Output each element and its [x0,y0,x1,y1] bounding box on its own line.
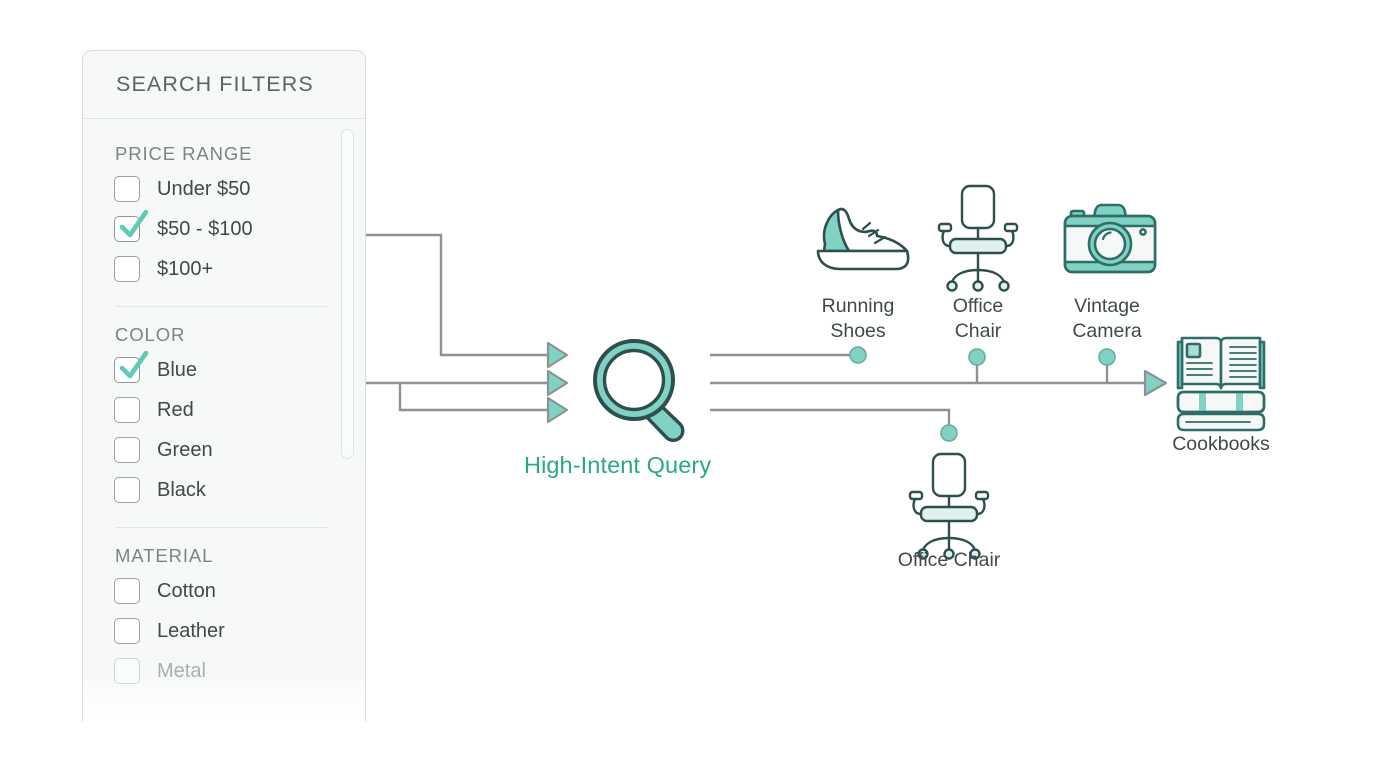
filter-option-under-50[interactable]: Under $50 [114,169,365,209]
label-running-shoes: Running Shoes [821,295,895,342]
vertical-scrollbar[interactable] [341,129,354,459]
page-title: SEARCH FILTERS [116,72,314,96]
input-arrowhead-3 [546,396,569,424]
connector-query-to-office-chair-bottom [710,408,951,426]
filter-option-label: Blue [157,358,198,381]
panel-header: SEARCH FILTERS [83,51,365,119]
checkbox-icon[interactable] [114,397,140,423]
filter-option-label: Under $50 [157,177,251,200]
node-dot-office-chair-top [968,348,986,366]
search-filters-panel[interactable]: SEARCH FILTERS PRICE RANGE Under $50 $50 -… [82,50,366,722]
filter-option-black[interactable]: Black [114,470,365,510]
checkbox-icon[interactable] [114,618,140,644]
filter-option-100[interactable]: $100+ [114,249,365,289]
node-dot-office-chair-bottom [940,424,958,442]
label-office-chair-bottom: Office Chair [897,549,1001,571]
checkbox-checked-icon[interactable] [114,209,149,242]
filter-option-metal[interactable]: Metal [114,651,365,691]
input-arrowhead-1 [546,341,569,369]
camera-icon [1063,203,1157,274]
label-vintage-camera: Vintage Camera [1072,295,1142,342]
filter-group-title: MATERIAL [115,545,214,566]
filter-group: PRICE RANGE Under $50 $50 - $100 $100+ [114,143,365,289]
label-office-chair-top: Office Chair [952,295,1004,342]
label-cookbooks: Cookbooks [1172,433,1270,455]
filter-option-cotton[interactable]: Cotton [114,571,365,611]
filter-group-title: PRICE RANGE [115,143,253,164]
magnifier-icon [593,339,685,442]
office-chair-icon-bottom [908,452,990,560]
filter-option-label: Green [157,438,213,461]
filter-group-title: COLOR [115,324,186,345]
open-book-icon [1176,336,1266,432]
checkbox-checked-icon[interactable] [114,350,149,383]
checkbox-icon[interactable] [114,578,140,604]
filter-option-50-100[interactable]: $50 - $100 [114,209,365,249]
filter-option-green[interactable]: Green [114,430,365,470]
filter-option-label: $50 - $100 [157,217,253,240]
checkbox-icon[interactable] [114,176,140,202]
group-separator [115,527,329,528]
filter-option-label: $100+ [157,257,214,280]
query-label: High-Intent Query [524,452,712,478]
output-arrowhead-cookbooks [1143,369,1168,397]
node-dot-vintage-camera [1098,348,1116,366]
filter-option-label: Red [157,398,194,421]
running-shoe-icon [816,207,910,271]
filter-option-blue[interactable]: Blue [114,350,365,390]
group-separator [115,306,329,307]
connector-branch-to-query [398,383,552,412]
filter-option-label: Metal [157,659,206,682]
filter-groups: PRICE RANGE Under $50 $50 - $100 $100+ COLOR… [83,119,365,691]
filter-option-leather[interactable]: Leather [114,611,365,651]
checkbox-icon[interactable] [114,437,140,463]
checkbox-icon[interactable] [114,256,140,282]
checkbox-icon[interactable] [114,658,140,684]
filter-option-label: Black [157,478,206,501]
office-chair-icon-top [937,184,1019,292]
input-arrowhead-2 [546,369,569,397]
node-dot-running-shoes [849,346,867,364]
filter-option-label: Cotton [157,579,216,602]
checkbox-icon[interactable] [114,477,140,503]
filter-option-label: Leather [157,619,225,642]
filter-option-red[interactable]: Red [114,390,365,430]
